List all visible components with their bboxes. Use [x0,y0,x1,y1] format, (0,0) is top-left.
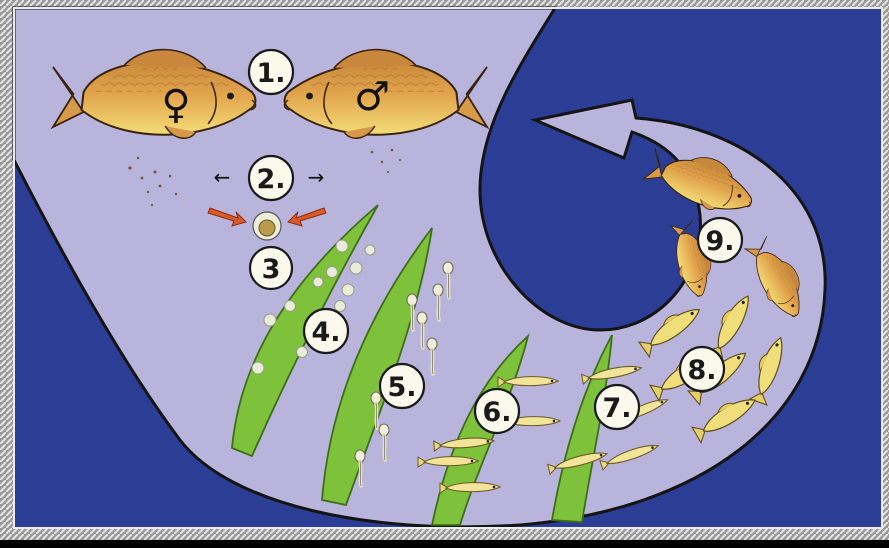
female-symbol: ♀ [161,82,190,128]
stage-1-label: 1. [249,50,293,94]
stage-7-text: 7. [602,393,631,424]
stage-8-text: 8. [687,355,716,386]
stage-4-label: 4. [304,309,348,353]
stage-2-arrow-right: → [308,165,325,189]
stage-9-text: 9. [705,226,734,257]
stage-5-label: 5. [380,364,424,408]
stage-3-text: 3 [262,254,281,285]
stage-4-text: 4. [311,317,340,348]
stage-6-text: 6. [482,397,511,428]
male-symbol: ♂ [354,74,390,120]
stage-9-label: 9. [698,218,742,262]
stage-8-label: 8. [680,347,724,391]
stage-7-label: 7. [595,385,639,429]
stage-2-label: 2. [249,156,293,200]
stage-1-text: 1. [256,58,285,89]
stage-2-text: 2. [256,164,285,195]
bottom-bar [0,540,889,548]
stage-3-label: 3 [250,247,292,289]
stage-6-label: 6. [475,389,519,433]
fertilized-egg [253,212,281,240]
stage-2-arrow-left: ← [214,165,231,189]
stage-5-text: 5. [387,372,416,403]
